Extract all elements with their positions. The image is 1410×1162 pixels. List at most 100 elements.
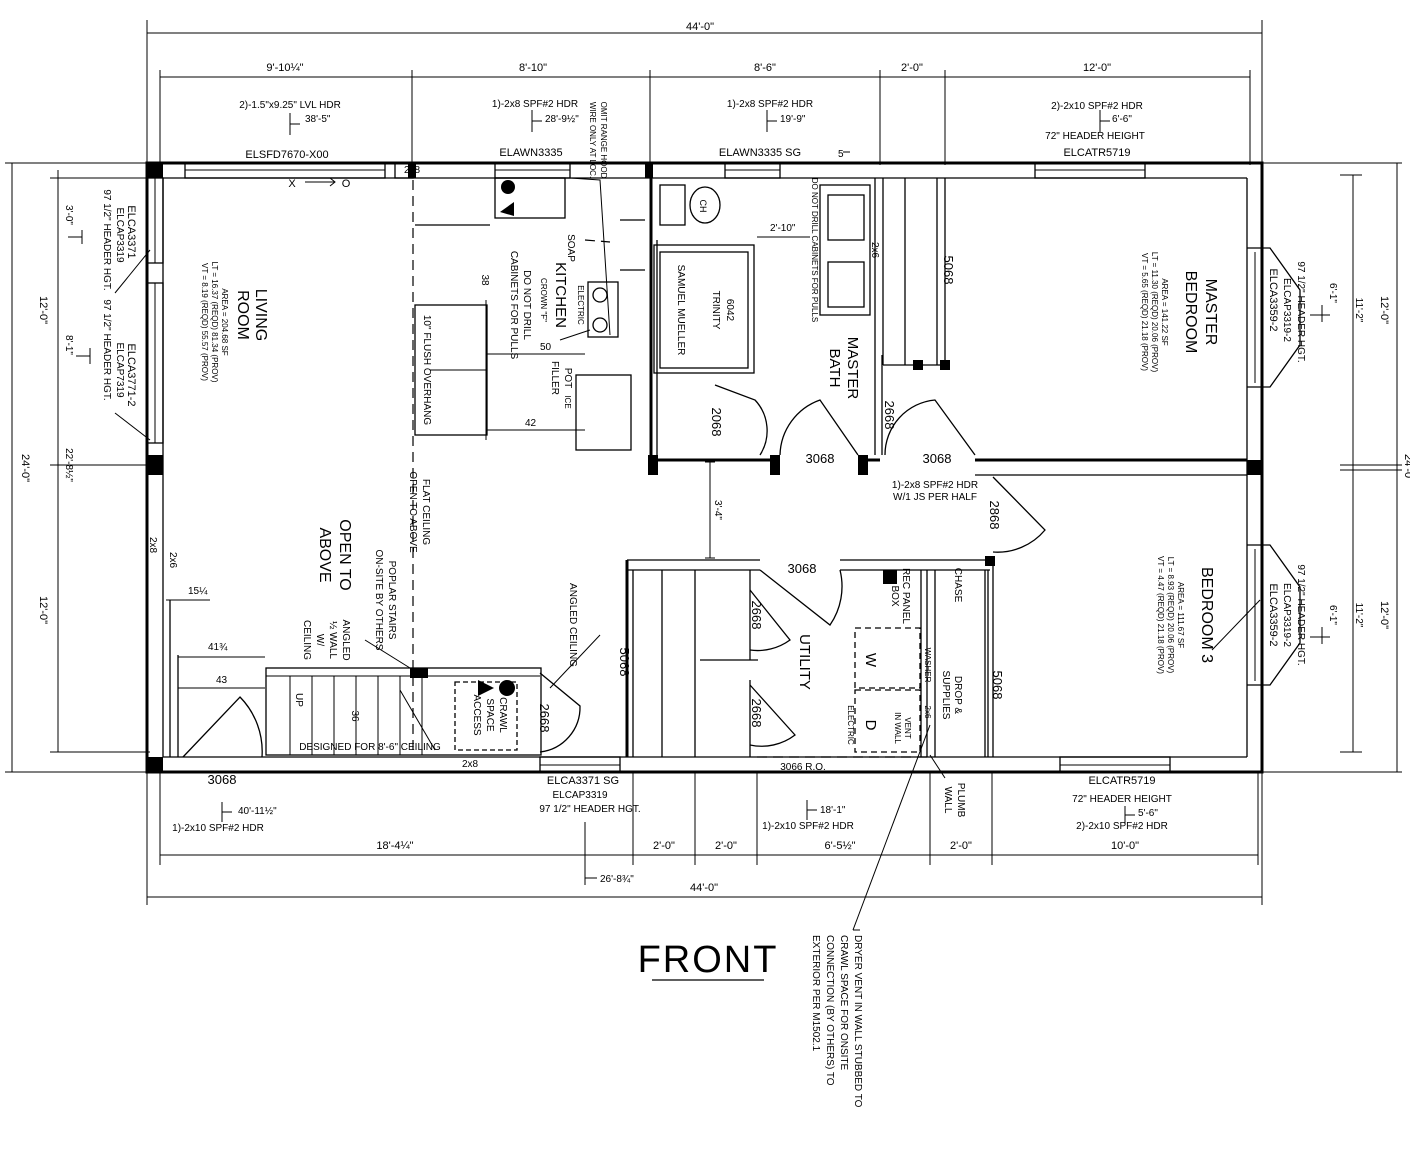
dim-bottom-1: 18'-4¼": [376, 840, 413, 852]
dryer-note-3: CONNECTION (BY OTHERS) TO: [824, 935, 835, 1086]
dim-bottom-4: 6'-5½": [824, 840, 855, 852]
window-bed3-side-3: 97 1/2" HEADER HGT.: [1295, 564, 1306, 665]
door-2668-stair: 2668: [537, 704, 552, 733]
crown: CROWN "F": [539, 278, 548, 322]
electric-range: ELECTRIC: [576, 285, 585, 325]
dim-right-6-1-lower: 6'-1": [1327, 605, 1338, 625]
header-top-5b: 6'-6": [1112, 114, 1132, 125]
living-lt: LT = 16.37 (REQD) 81.34 (PROV): [210, 262, 219, 383]
soap: SOAP: [565, 234, 576, 262]
electric-dryer: ELECTRIC: [846, 705, 855, 745]
crawl-3: ACCESS: [471, 694, 482, 735]
dim-top-4: 2'-0": [901, 62, 923, 74]
header-bottom-6b: 2)-2x10 SPF#2 HDR: [1076, 821, 1168, 832]
crawl-2: SPACE: [484, 698, 495, 731]
range-hood-1: OMIT RANGE HOOD: [599, 102, 608, 179]
room-master-bath-1: MASTER: [844, 337, 861, 400]
dryer-note-4: EXTERIOR PER M1502.1: [810, 935, 821, 1052]
open-to-1: OPEN TO: [336, 519, 353, 590]
bed3-lt: LT = 8.93 (REQD) 20.06 (PROV): [1166, 557, 1175, 674]
stair-up: UP: [293, 693, 304, 707]
master-lt: LT = 11.30 (REQD) 20.06 (PROV): [1150, 252, 1159, 373]
dim-right-6-1-upper: 6'-1": [1327, 283, 1338, 303]
drop-2: SUPPLIES: [940, 671, 951, 720]
door-2868: 2868: [987, 501, 1002, 530]
tub-2: TRINITY: [710, 291, 721, 330]
master-vt: VT = 5.65 (REQD) 21.18 (PROV): [1140, 253, 1149, 371]
crawl-1: CRAWL: [497, 697, 508, 733]
dim-top-5: 12'-0": [1083, 62, 1111, 74]
dim-left-8-1: 8'-1": [63, 335, 74, 355]
header-top-3a: 1)-2x8 SPF#2 HDR: [727, 99, 813, 110]
vent-2: IN WALL: [893, 712, 902, 744]
dim-bottom-5: 2'-0": [950, 840, 972, 852]
dim-right-inner-lower: 11'-2": [1353, 603, 1364, 628]
flush-overhang: 10" FLUSH OVERHANG: [421, 315, 432, 425]
dim-36: 36: [349, 710, 360, 722]
exterior-walls: [145, 161, 1264, 774]
dim-bottom-mid: 26'-8¾": [600, 874, 634, 885]
window-slider-fix: O: [342, 178, 351, 190]
room-kitchen: KITCHEN: [552, 262, 569, 328]
window-front-left-2: ELCAP3319: [552, 790, 607, 801]
dim-41: 41¾: [208, 642, 228, 653]
drop-1: DROP &: [952, 676, 963, 714]
pot-filler-1: POT: [562, 368, 573, 389]
dryer-note-1: DRYER VENT IN WALL STUBBED TO: [852, 935, 863, 1108]
dim-bottom-3: 2'-0": [715, 840, 737, 852]
window-front-left: ELCA3371 SG: [547, 775, 619, 787]
window-slider: ELSFD7670-X00: [245, 149, 328, 161]
dim-overall-top: 44'-0": [686, 21, 714, 33]
header-top-1a: 2)-1.5"x9.25" LVL HDR: [239, 100, 341, 111]
rec-panel-1: REC PANEL: [900, 568, 911, 624]
plumb-1: PLUMB: [955, 783, 966, 818]
dryer-note-2: CRAWL SPACE FOR ONSITE: [838, 935, 849, 1071]
window-front-left-3: 97 1/2" HEADER HGT.: [539, 804, 640, 815]
window-front-right: ELCATR5719: [1088, 775, 1155, 787]
toilet-ch: CH: [698, 200, 708, 213]
header-top-1b: 38'-5": [305, 114, 331, 125]
washer-w: W: [862, 653, 879, 668]
window-bath: ELAWN3335 SG: [719, 147, 801, 159]
window-living-4: ELCA3771-2: [125, 344, 137, 407]
range-hood-2: WIRE ONLY AT LOC.: [588, 102, 597, 178]
leader-lines: [114, 249, 1261, 931]
dimension-lines: [5, 20, 1402, 905]
wall-2x6-utility: 2x6: [923, 706, 932, 719]
dim-bottom-2: 2'-0": [653, 840, 675, 852]
dim-top-2: 8'-10": [519, 62, 547, 74]
header-bottom-4a: 18'-1": [820, 805, 846, 816]
flat-ceiling-2: OPEN TO ABOVE: [407, 471, 418, 553]
angled-ceiling: ANGLED CEILING: [567, 583, 578, 667]
door-2668-bath: 2668: [882, 401, 897, 430]
dim-left-3-0: 3'-0": [63, 205, 74, 225]
dim-left-upper: 12'-0": [37, 296, 49, 324]
door-3068-utility: 3068: [788, 561, 817, 576]
dim-left-22-8: 22'-8½": [63, 448, 74, 482]
window-master-side-3: 97 1/2" HEADER HGT.: [1295, 261, 1306, 362]
dim-right-upper: 12'-0": [1378, 296, 1390, 324]
plumb-2: WALL: [942, 787, 953, 814]
dim-3-4: 3'-4": [712, 500, 723, 520]
header-bottom-1b: 1)-2x10 SPF#2 HDR: [172, 823, 264, 834]
window-master-top: ELCATR5719: [1063, 147, 1130, 159]
rec-panel-2: BOX: [889, 585, 900, 606]
angled-3: W/: [314, 634, 325, 646]
open-to-2: ABOVE: [316, 527, 333, 582]
poplar-2: ON-SITE BY OTHERS: [373, 550, 384, 651]
door-3068-b: 3068: [923, 451, 952, 466]
wall-2x6-living: 2x6: [167, 552, 178, 569]
room-bed3: BEDROOM 3: [1198, 567, 1215, 663]
room-master-bed-2: BEDROOM: [1182, 271, 1199, 354]
dim-43: 43: [216, 675, 228, 686]
window-master-side-2: ELCAP3319-2: [1281, 278, 1292, 342]
do-not-drill-2: CABINETS FOR PULLS: [508, 251, 519, 360]
window-living-3: 97 1/2" HEADER HGT.: [101, 189, 112, 290]
header-bottom-6a: 72" HEADER HEIGHT: [1072, 794, 1172, 805]
window-living-6: 97 1/2" HEADER HGT.: [101, 299, 112, 400]
dim-top-3: 8'-6": [754, 62, 776, 74]
tub-3: 6042: [724, 299, 735, 322]
hall-header-1: 1)-2x8 SPF#2 HDR: [892, 480, 978, 491]
wall-2x6-bath: 2x6: [869, 242, 880, 259]
